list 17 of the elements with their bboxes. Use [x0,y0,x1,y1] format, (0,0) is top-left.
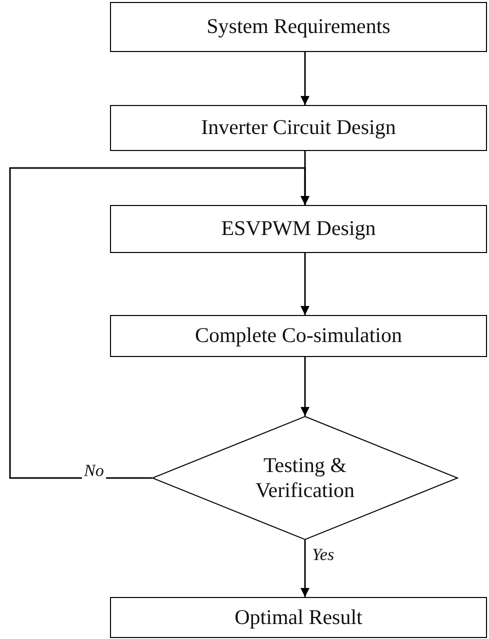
arrow [300,253,310,315]
process-box [110,597,487,638]
node-label: Optimal Result [234,604,362,630]
arrow [300,52,310,105]
process-box [110,205,487,253]
node-label: Inverter Circuit Design [201,115,396,141]
node-label: Complete Co-simulation [194,323,402,349]
process-box [110,315,487,357]
arrow [9,167,310,479]
node-label: System Requirements [206,14,390,40]
node-label: ESVPWM Design [221,216,376,242]
decision-diamond [152,416,458,540]
arrow [300,540,310,597]
process-box [110,2,487,52]
node-label: Testing & Verification [254,452,356,504]
arrow [300,357,310,416]
process-box [110,105,487,151]
